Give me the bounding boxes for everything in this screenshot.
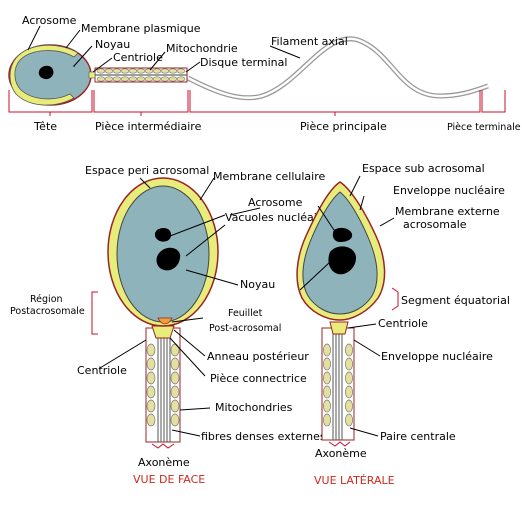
label-noyau: Noyau — [95, 38, 130, 51]
brace-axoneme-side — [328, 441, 351, 447]
label-membrane-cellulaire: Membrane cellulaire — [213, 170, 325, 183]
label-tete: Tête — [33, 120, 57, 133]
label-mitochondrie: Mitochondrie — [166, 42, 238, 55]
label-enveloppe-nucleaire: Enveloppe nucléaire — [393, 184, 505, 197]
front-view-drawing — [107, 177, 219, 443]
label-region-2: Postacrosomale — [10, 306, 85, 317]
label-filament-axial: Filament axial — [271, 35, 348, 48]
label-disque-terminal: Disque terminal — [200, 56, 287, 69]
label-mitochondries: Mitochondries — [215, 401, 293, 414]
brace-region-postacrosomale — [91, 291, 98, 335]
label-membrane-externe-2: acrosomale — [403, 218, 467, 231]
label-piece-connectrice: Pièce connectrice — [210, 372, 307, 385]
label-centriole-side: Centriole — [378, 317, 428, 330]
side-view-drawing — [296, 181, 386, 441]
label-membrane-plasmique: Membrane plasmique — [81, 22, 201, 35]
label-noyau-face: Noyau — [240, 278, 275, 291]
top-braces — [8, 90, 506, 116]
side-leaders — [299, 175, 395, 437]
brace-segment-equatorial — [391, 287, 399, 311]
label-enveloppe-nucleaire-2: Enveloppe nucléaire — [381, 350, 493, 363]
top-centriole — [88, 71, 96, 79]
brace-axoneme-face — [151, 443, 175, 449]
top-sperm-drawing — [8, 36, 489, 106]
label-piece-principale: Pièce principale — [300, 120, 387, 133]
label-acrosome: Acrosome — [22, 14, 77, 27]
label-axoneme-side: Axonème — [315, 447, 367, 460]
label-espace-sub: Espace sub acrosomal — [362, 162, 485, 175]
caption-vue-de-face: VUE DE FACE — [133, 473, 205, 486]
label-fibres: fibres denses externes — [201, 430, 326, 443]
label-acrosome-face: Acrosome — [248, 196, 303, 209]
label-espace-peri: Espace peri acrosomal — [85, 164, 209, 177]
top-acrosome — [9, 44, 79, 106]
caption-vue-laterale: VUE LATÉRALE — [314, 474, 395, 487]
label-region-1: Région — [30, 294, 63, 305]
label-segment-equatorial: Segment équatorial — [401, 294, 510, 307]
top-nucleus-chromatin — [38, 65, 54, 80]
label-centriole: Centriole — [113, 51, 163, 64]
label-vacuoles: Vacuoles nucléaires — [225, 211, 334, 224]
label-piece-intermediaire: Pièce intermédiaire — [95, 120, 202, 133]
label-centriole-face: Centriole — [77, 364, 127, 377]
label-paire-centrale: Paire centrale — [380, 430, 456, 443]
label-feuillet-2: Post-acrosomal — [209, 323, 281, 334]
label-axoneme-face: Axonème — [138, 456, 190, 469]
top-leaders — [27, 25, 301, 73]
label-membrane-externe-1: Membrane externe — [395, 205, 500, 218]
label-piece-terminale: Pièce terminale — [447, 122, 521, 133]
label-feuillet-1: Feuillet — [228, 308, 263, 319]
label-anneau: Anneau postérieur — [207, 350, 309, 363]
front-leaders — [99, 177, 261, 437]
